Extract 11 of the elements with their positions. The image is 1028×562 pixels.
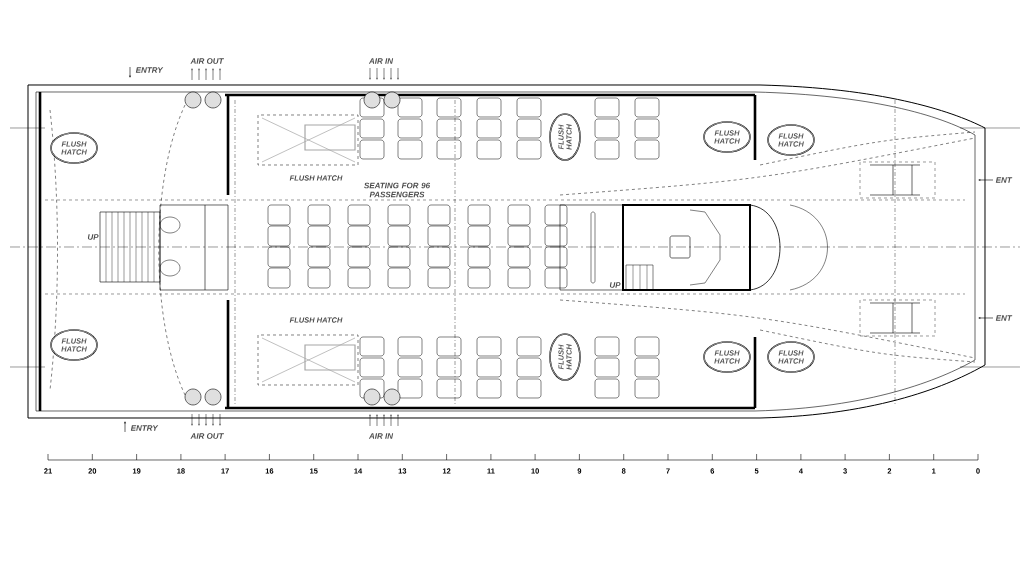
- plan-label: AIR OUT: [190, 432, 224, 440]
- plan-label: ENT: [995, 314, 1013, 322]
- plan-label: UP: [608, 281, 622, 289]
- plan-label: SEATING FOR 96 PASSENGERS: [359, 182, 435, 198]
- plan-label: ENTRY: [135, 66, 164, 74]
- plan-label: ENTRY: [130, 424, 159, 432]
- plan-label: AIR IN: [368, 432, 394, 440]
- plan-label: UP: [86, 233, 100, 241]
- plan-label: ENT: [995, 176, 1013, 184]
- plan-label: AIR IN: [368, 57, 394, 65]
- plan-label: AIR OUT: [190, 57, 224, 65]
